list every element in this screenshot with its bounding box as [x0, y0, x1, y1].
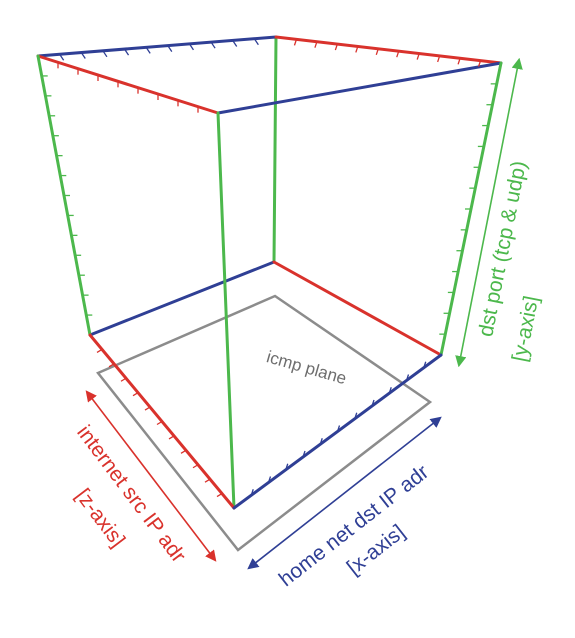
x-axis-arrow	[247, 416, 442, 570]
tick-z-axis	[168, 435, 175, 440]
tick-top-back-left	[210, 41, 216, 49]
tick-top-back-right	[314, 41, 318, 48]
y-axis-arrow	[455, 57, 523, 368]
cube-edge-front-vertical	[216, 111, 236, 510]
tick-top-back-right	[334, 43, 338, 51]
cube-edge-top-back-right	[274, 35, 503, 65]
tick-top-back-right	[396, 50, 400, 58]
icmp-plane	[96, 294, 433, 552]
tick-top-back-left	[124, 48, 130, 56]
cube-edge-top-front-right	[216, 61, 503, 115]
tick-top-back-left	[232, 40, 238, 47]
tick-z-axis	[204, 478, 211, 483]
tick-top-back-right	[416, 53, 420, 60]
tick-top-back-right	[437, 55, 441, 63]
tick-top-back-left	[102, 50, 108, 58]
tick-z-axis	[216, 493, 223, 498]
tick-top-back-right	[293, 39, 298, 46]
cube-edge-bottom-back-blue	[88, 260, 276, 337]
icmp-plane-label: icmp plane	[264, 347, 348, 388]
tick-top-back-right	[375, 48, 379, 56]
tick-x-axis	[405, 374, 410, 381]
z-axis-arrow	[85, 390, 217, 562]
tick-z-axis	[108, 363, 115, 368]
tick-z-axis	[132, 392, 139, 397]
tick-z-axis	[192, 464, 199, 469]
tick-top-back-left	[80, 52, 86, 59]
tick-z-axis	[156, 420, 163, 426]
tick-x-axis	[388, 387, 392, 394]
tick-x-axis	[423, 361, 427, 368]
tick-top-back-left	[253, 38, 259, 46]
tick-z-axis	[120, 377, 127, 382]
cube-edge-top-front-left	[36, 54, 220, 115]
cube-edge-bottom-back-red	[272, 260, 443, 357]
cube-edge-top-back-left	[36, 35, 278, 58]
y-axis-label-line2: [y-axis]	[508, 294, 543, 364]
tick-top-back-left	[145, 47, 151, 54]
tick-z-axis	[180, 449, 187, 454]
tick-z-axis	[144, 406, 151, 411]
tick-top-back-left	[167, 45, 173, 52]
tick-top-back-left	[59, 53, 65, 61]
tick-top-back-left	[188, 43, 194, 51]
cube-frame	[36, 35, 503, 510]
tick-z-axis	[96, 348, 103, 353]
tick-x-axis	[371, 399, 375, 407]
tick-top-back-right	[355, 46, 359, 53]
cube-edge-back-vertical	[272, 35, 278, 264]
